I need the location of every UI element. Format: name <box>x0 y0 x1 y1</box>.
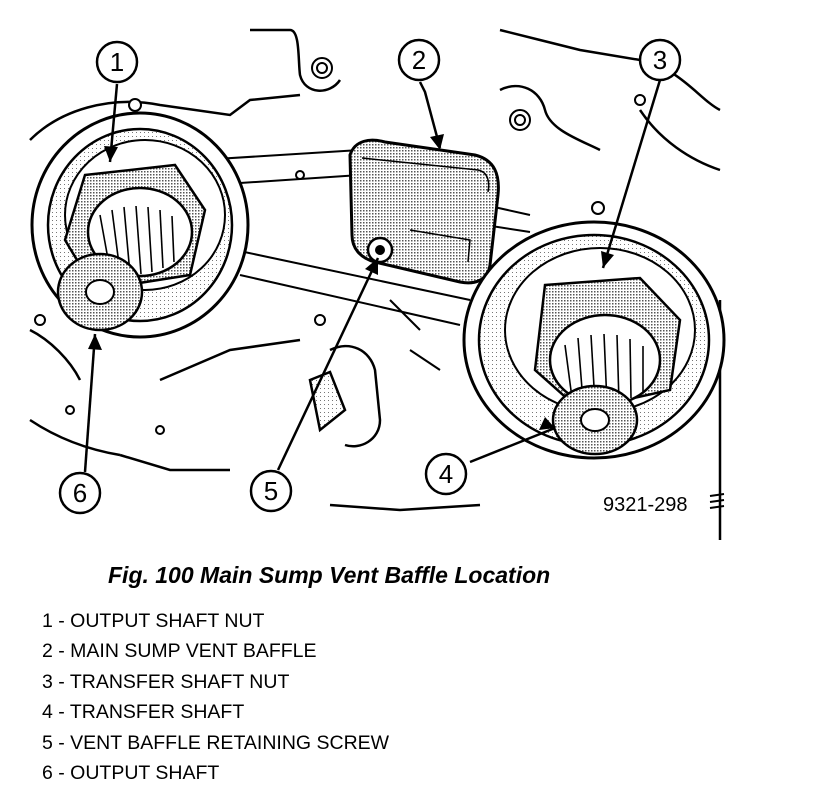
legend-item: 1 - OUTPUT SHAFT NUT <box>42 610 265 632</box>
svg-text:2: 2 <box>412 45 426 75</box>
housing-ribs <box>199 149 531 371</box>
svg-text:5: 5 <box>264 476 278 506</box>
svg-text:1: 1 <box>110 47 124 77</box>
svg-text:4: 4 <box>439 459 453 489</box>
callout-2: 2 <box>397 38 441 82</box>
main-sump-vent-baffle <box>348 138 500 285</box>
legend-item: 5 - VENT BAFFLE RETAINING SCREW <box>42 731 390 754</box>
svg-text:6: 6 <box>73 478 87 508</box>
legend-item: 3 - TRANSFER SHAFT NUT <box>42 670 290 693</box>
svg-text:3: 3 <box>653 45 667 75</box>
legend-list: 1 - OUTPUT SHAFT NUT 2 - MAIN SUMP VENT … <box>42 606 389 788</box>
callout-1: 1 <box>95 40 139 84</box>
output-shaft-assembly <box>30 111 250 339</box>
technical-illustration: 1 2 3 4 5 6 9321-298 <box>29 28 726 540</box>
legend-item: 6 - OUTPUT SHAFT <box>42 761 220 784</box>
figure-code: 9321-298 <box>603 494 688 516</box>
transfer-shaft-assembly <box>462 220 726 460</box>
legend-item: 2 - MAIN SUMP VENT BAFFLE <box>42 640 317 663</box>
figure-caption: Fig. 100 Main Sump Vent Baffle Location <box>108 562 551 588</box>
callout-3: 3 <box>638 38 682 82</box>
callout-6: 6 <box>58 471 102 515</box>
leader-arrowheads <box>88 134 614 430</box>
break-marks <box>709 493 725 509</box>
legend-item: 4 - TRANSFER SHAFT <box>42 701 245 724</box>
callout-5: 5 <box>249 469 293 513</box>
callout-4: 4 <box>424 452 468 496</box>
